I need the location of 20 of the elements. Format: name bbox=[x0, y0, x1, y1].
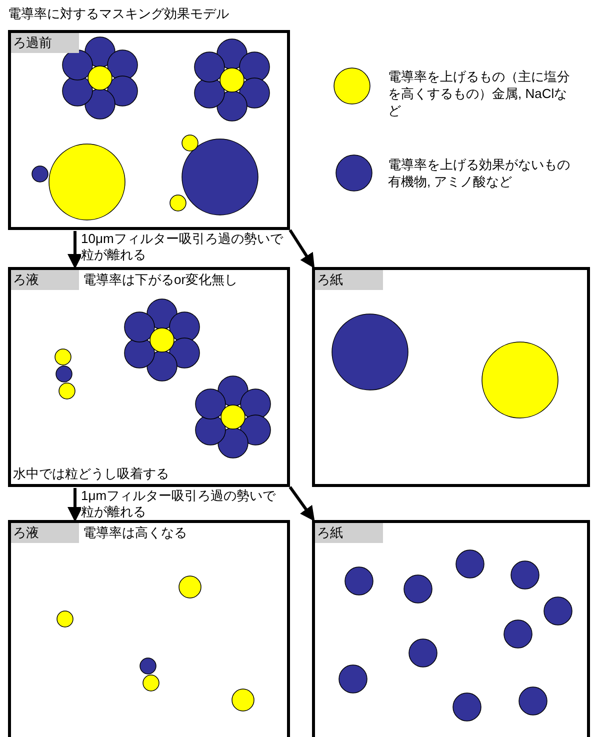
panel-note: 電導率は高くなる bbox=[83, 524, 187, 542]
panel-label: ろ紙 bbox=[315, 270, 383, 290]
panel-label: ろ紙 bbox=[315, 523, 383, 543]
edge-label: 10μmフィルター吸引ろ過の勢いで粒が離れる bbox=[81, 231, 286, 263]
panel-label: ろ液 bbox=[11, 523, 79, 543]
panel-box bbox=[312, 520, 590, 737]
arrow bbox=[68, 488, 82, 522]
arrow bbox=[68, 231, 82, 269]
diagram-title: 電導率に対するマスキング効果モデル bbox=[8, 6, 229, 22]
panel-note: 水中では粒どうし吸着する bbox=[13, 465, 169, 483]
panel-box bbox=[8, 30, 290, 230]
arrow bbox=[288, 486, 315, 522]
panel-box bbox=[8, 267, 290, 487]
panel-note: 電導率は下がるor変化無し bbox=[83, 271, 238, 289]
arrow bbox=[288, 229, 315, 269]
panel-box bbox=[312, 267, 590, 487]
legend-text: 電導率を上げる効果がないもの有機物, アミノ酸など bbox=[388, 156, 571, 190]
panel-label: ろ過前 bbox=[11, 33, 79, 53]
panel-label: ろ液 bbox=[11, 270, 79, 290]
legend-text: 電導率を上げるもの（主に塩分を高くするもの）金属, NaClなど bbox=[388, 68, 571, 119]
